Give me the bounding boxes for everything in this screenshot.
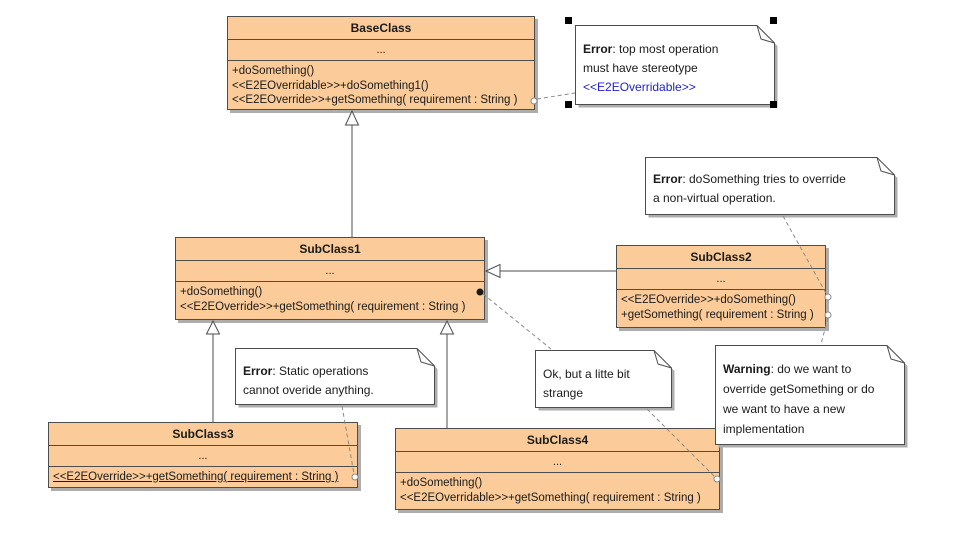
- generalization-arrowhead: [344, 109, 360, 126]
- note-background: [235, 348, 438, 408]
- note-text: Warning: do we want to override getSomet…: [723, 362, 875, 436]
- note-background: [535, 350, 675, 411]
- note-anchor-subclass1-dosomething[interactable]: [482, 293, 552, 350]
- note-fold-corner: [876, 157, 895, 176]
- note-text: Ok, but a litte bit strange: [543, 367, 630, 400]
- note-severity: Error: [243, 364, 273, 378]
- class-operation[interactable]: +doSomething(): [232, 65, 315, 77]
- class-box-baseclass[interactable]: BaseClass ... +doSomething() <<E2EOverri…: [227, 16, 535, 110]
- generalization-arrowhead: [205, 319, 221, 335]
- note-fold-corner: [416, 348, 435, 367]
- note-background: [575, 25, 778, 108]
- note-severity: Warning: [723, 362, 771, 376]
- note-anchor-baseclass-getsomething[interactable]: [536, 92, 576, 100]
- class-operation[interactable]: <<E2EOverride>>+getSomething( requiremen…: [180, 300, 466, 313]
- class-attributes-compartment: ...: [49, 445, 357, 466]
- class-operation[interactable]: <<E2EOverride>>+doSomething(): [621, 294, 796, 306]
- generalization-subclass4-to-subclass1[interactable]: [439, 319, 455, 428]
- class-box-subclass2[interactable]: SubClass2 ... <<E2EOverride>>+doSomethin…: [616, 245, 826, 328]
- selection-handle[interactable]: [770, 101, 777, 108]
- selection-handle[interactable]: [565, 17, 572, 24]
- note-ok-strange[interactable]: Ok, but a litte bit strange: [535, 350, 675, 411]
- class-attributes-compartment: ...: [228, 39, 534, 60]
- class-attributes-compartment: ...: [396, 451, 719, 472]
- class-attributes-compartment: ...: [176, 260, 484, 281]
- selection-handle[interactable]: [770, 17, 777, 24]
- class-operation[interactable]: +doSomething(): [400, 477, 483, 489]
- class-title: SubClass3: [172, 427, 234, 441]
- class-operation[interactable]: <<E2EOverride>>+getSomething( requiremen…: [232, 94, 518, 106]
- class-box-subclass1[interactable]: SubClass1 ... +doSomething() <<E2EOverri…: [175, 237, 485, 320]
- generalization-subclass3-to-subclass1[interactable]: [205, 319, 221, 422]
- selection-handle[interactable]: [565, 101, 572, 108]
- class-box-subclass3[interactable]: SubClass3 ... <<E2EOverride>>+getSomethi…: [48, 422, 358, 488]
- generalization-arrowhead: [439, 319, 455, 335]
- generalization-arrowhead: [484, 263, 501, 279]
- class-operation[interactable]: +getSomething( requirement : String ): [621, 308, 814, 321]
- note-fold-corner: [756, 25, 775, 44]
- note-text: Error: Static operations cannot overide …: [243, 364, 374, 397]
- class-operations-compartment: +doSomething() <<E2EOverridable>>+getSom…: [396, 472, 719, 509]
- class-attributes-compartment: ...: [617, 268, 825, 289]
- note-fold-corner: [886, 345, 905, 364]
- class-operations-compartment: <<E2EOverride>>+getSomething( requiremen…: [49, 466, 357, 487]
- note-background: [645, 157, 898, 218]
- class-operations-compartment: <<E2EOverride>>+doSomething() +getSometh…: [617, 289, 825, 327]
- note-severity: Error: [653, 172, 683, 186]
- generalization-subclass1-to-baseclass[interactable]: [344, 109, 360, 237]
- class-operation[interactable]: +doSomething(): [180, 286, 263, 298]
- class-operations-compartment: +doSomething() <<E2EOverride>>+getSometh…: [176, 281, 484, 319]
- note-warning-override-or-new[interactable]: Warning: do we want to override getSomet…: [715, 345, 908, 448]
- note-error-override-nonvirtual[interactable]: Error: doSomething tries to override a n…: [645, 157, 898, 218]
- class-operation[interactable]: <<E2EOverridable>>+doSomething1(): [232, 79, 429, 92]
- class-title: SubClass2: [690, 250, 752, 264]
- class-box-subclass4[interactable]: SubClass4 ... +doSomething() <<E2EOverri…: [395, 428, 720, 510]
- class-operations-compartment: +doSomething() <<E2EOverridable>>+doSome…: [228, 60, 534, 109]
- class-operation[interactable]: <<E2EOverridable>>+getSomething( require…: [400, 491, 701, 504]
- stereotype-link[interactable]: <<E2EOverridable>>: [583, 80, 696, 94]
- class-title: SubClass4: [526, 433, 589, 447]
- note-fold-corner: [653, 350, 672, 369]
- class-title: SubClass1: [299, 242, 361, 256]
- generalization-subclass2-to-subclass1[interactable]: [484, 263, 616, 279]
- note-error-top-stereotype[interactable]: Error: top most operation must have ster…: [575, 25, 778, 108]
- class-operation-static[interactable]: <<E2EOverride>>+getSomething( requiremen…: [53, 471, 339, 483]
- note-severity: Error: [583, 42, 613, 56]
- class-title: BaseClass: [350, 21, 412, 35]
- note-text: Error: top most operation must have ster…: [575, 40, 771, 97]
- note-error-static-override[interactable]: Error: Static operations cannot overide …: [235, 348, 438, 408]
- note-background: [715, 345, 908, 448]
- note-text: Error: doSomething tries to override a n…: [653, 172, 846, 205]
